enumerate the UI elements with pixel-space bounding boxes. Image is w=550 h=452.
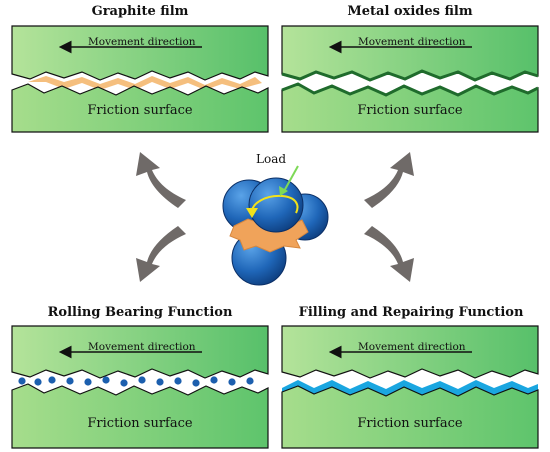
surface-label-filling: Friction surface [357, 416, 463, 431]
panel-metal-oxides-film [281, 25, 539, 133]
panel-graphite-film [11, 25, 269, 133]
surface-label-metal-oxides: Friction surface [357, 103, 463, 118]
panel-title-graphite: Graphite film [91, 4, 189, 19]
arrow-to-top-left [136, 152, 186, 208]
arrow-to-bottom-left [136, 226, 186, 282]
upper-block [11, 25, 269, 81]
movement-label-filling: Movement direction [358, 341, 466, 353]
curved-arrows [136, 152, 414, 282]
arrow-to-bottom-right [364, 226, 414, 282]
repair-layer [282, 380, 538, 396]
load-label: Load [256, 152, 287, 166]
panel-rolling-bearing [11, 325, 269, 449]
rotation-arrow [251, 194, 299, 214]
lower-block [11, 383, 269, 449]
arrow-to-top-right [364, 152, 414, 208]
rotation-arrowhead [246, 208, 258, 218]
movement-label-metal-oxides: Movement direction [358, 36, 466, 48]
load-arrowhead [279, 186, 288, 196]
lower-block [281, 385, 539, 449]
particle-top [248, 177, 304, 233]
panel-filling-repairing [281, 325, 539, 449]
oxide-film-lower [281, 82, 539, 97]
panel-title-metal-oxides: Metal oxides film [347, 4, 473, 19]
surface-label-graphite: Friction surface [87, 103, 193, 118]
panel-title-filling-repairing: Filling and Repairing Function [298, 305, 524, 320]
movement-label-graphite: Movement direction [88, 36, 196, 48]
movement-label-rolling: Movement direction [88, 341, 196, 353]
surface-label-rolling: Friction surface [87, 416, 193, 431]
graphite-film-layer [28, 76, 262, 90]
lower-block [11, 83, 269, 133]
panel-title-rolling-bearing: Rolling Bearing Function [47, 305, 233, 320]
nanoparticle-cluster [222, 165, 329, 286]
bearing-particles [18, 376, 254, 387]
oxide-film-upper [281, 69, 539, 82]
load-arrow [282, 165, 299, 194]
